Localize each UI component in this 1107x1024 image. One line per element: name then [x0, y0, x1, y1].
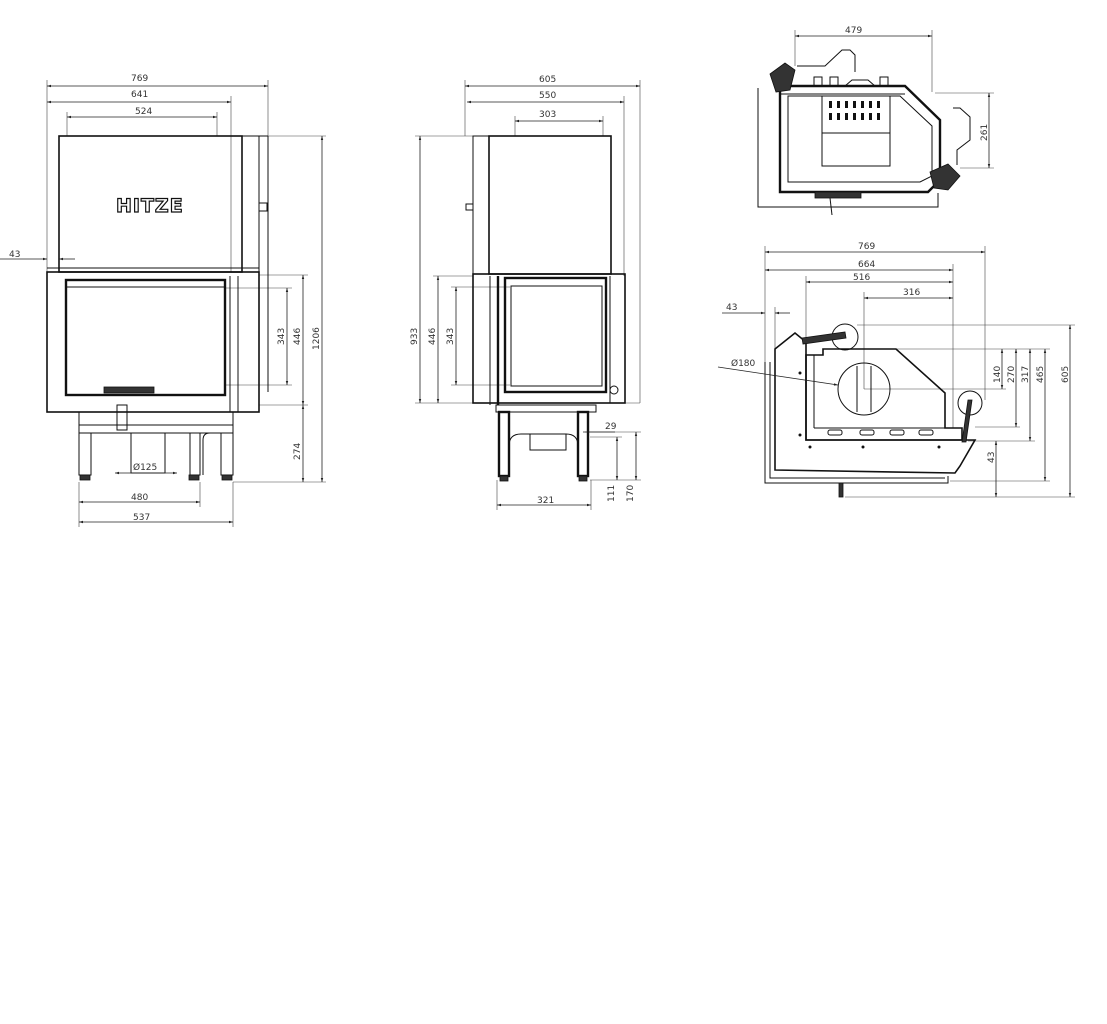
dim-111: 111	[607, 485, 617, 502]
dim-516: 516	[853, 273, 870, 283]
dim-769-plan: 769	[858, 242, 875, 252]
plan-dimensions: 769 664 516 316 43 Ø180 140 270 317 465 …	[717, 242, 1072, 497]
dim-d180: Ø180	[731, 358, 756, 369]
dim-316: 316	[903, 288, 920, 298]
front-stand	[78, 404, 234, 481]
dim-43: 43	[9, 250, 20, 260]
dim-43-plan: 43	[726, 303, 737, 313]
dim-446: 446	[293, 328, 303, 345]
dim-274: 274	[293, 443, 303, 460]
side-dimensions: 605 550 303 933 446 343 29 111 170 321	[410, 75, 640, 507]
front-extension-lines	[46, 80, 326, 527]
dim-605: 605	[539, 75, 556, 85]
dim-641: 641	[131, 90, 148, 100]
plan-screws	[798, 371, 941, 449]
side-firebox	[472, 273, 626, 404]
dim-605-plan: 605	[1061, 366, 1071, 383]
top-plan-grate	[821, 95, 891, 167]
dim-343-side: 343	[446, 328, 456, 345]
side-hood	[488, 135, 612, 275]
grate-slots	[829, 101, 880, 120]
plan-vents	[827, 429, 934, 436]
plan-firebox	[805, 348, 963, 441]
hinge-right	[929, 163, 961, 191]
side-stand	[495, 404, 597, 482]
dim-446-side: 446	[428, 328, 438, 345]
front-view: HITZE 769 641 524	[0, 74, 326, 527]
dim-537: 537	[133, 513, 150, 523]
dim-479: 479	[845, 26, 862, 36]
dim-524: 524	[135, 107, 152, 117]
plan-outer-frame	[764, 362, 949, 484]
front-air-slider	[103, 386, 155, 394]
top-plan-body	[778, 84, 942, 194]
dim-769: 769	[131, 74, 148, 84]
hinge-left	[769, 62, 796, 93]
dim-1206: 1206	[312, 327, 322, 350]
front-dimensions: 769 641 524 43 343 446 1206 274 Ø125 480…	[0, 74, 324, 524]
hitze-logo: HITZE	[116, 195, 184, 217]
front-glass	[64, 278, 227, 397]
dim-933: 933	[410, 328, 420, 345]
dim-343: 343	[277, 328, 287, 345]
top-plan-view: 479 261	[757, 26, 994, 216]
top-plan-outline	[757, 88, 939, 208]
flue-outlet-d180	[837, 362, 891, 416]
dim-550: 550	[539, 91, 556, 101]
dim-321: 321	[537, 496, 554, 506]
dim-170: 170	[626, 485, 636, 502]
dim-303: 303	[539, 110, 556, 120]
dim-43-plan-bottom: 43	[987, 452, 997, 463]
side-view: 605 550 303 933 446 343 29 111 170 321	[410, 75, 641, 510]
dim-317: 317	[1021, 366, 1031, 383]
dim-664: 664	[858, 260, 875, 270]
dim-465: 465	[1036, 366, 1046, 383]
dim-270: 270	[1007, 366, 1017, 383]
dim-480: 480	[131, 493, 148, 503]
dim-d125: Ø125	[133, 462, 157, 473]
dim-140: 140	[993, 366, 1003, 383]
dim-29: 29	[605, 422, 617, 432]
dim-261: 261	[980, 124, 990, 141]
bottom-plan-view: 769 664 516 316 43 Ø180 140 270 317 465 …	[717, 242, 1075, 498]
side-glass	[503, 276, 608, 394]
